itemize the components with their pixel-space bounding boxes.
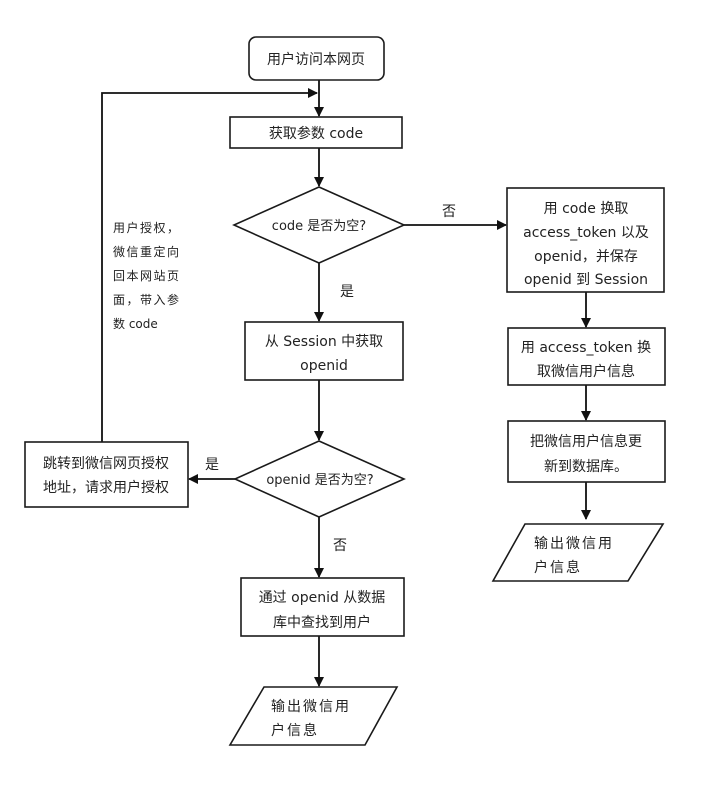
node-text-line: 库中查找到用户 bbox=[273, 614, 371, 631]
node-session-openid: 从 Session 中获取 openid bbox=[244, 321, 404, 381]
decision-diamond bbox=[232, 186, 406, 264]
process-box bbox=[507, 327, 666, 386]
node-text-line: 取微信用户信息 bbox=[537, 363, 635, 380]
process-box bbox=[507, 420, 666, 483]
process-box bbox=[244, 321, 404, 381]
io-parallelogram bbox=[228, 686, 399, 746]
node-text-line: 通过 openid 从数据 bbox=[259, 590, 386, 606]
node-text-line: 从 Session 中获取 bbox=[265, 334, 383, 350]
connectors bbox=[101, 80, 591, 687]
process-box bbox=[240, 577, 405, 637]
label-code-yes: 是 bbox=[340, 284, 354, 300]
node-text-line: 输出微信用 bbox=[271, 699, 351, 715]
process-box bbox=[229, 116, 403, 149]
process-box bbox=[506, 187, 665, 293]
node-output-bottom: 输出微信用 户信息 bbox=[228, 686, 399, 746]
node-text-line: access_token 以及 bbox=[523, 225, 649, 241]
node-text-line: 跳转到微信网页授权 bbox=[43, 456, 169, 472]
node-text-line: 新到数据库。 bbox=[544, 459, 628, 475]
node-openid-empty: openid 是否为空? bbox=[233, 440, 406, 518]
decision-diamond bbox=[233, 440, 406, 518]
label-openid-yes: 是 bbox=[205, 457, 219, 473]
node-text-line: 把微信用户信息更 bbox=[530, 433, 642, 450]
node-get-userinfo: 用 access_token 换 取微信用户信息 bbox=[507, 327, 666, 386]
start-terminal bbox=[248, 36, 385, 81]
node-text-line: 户信息 bbox=[534, 559, 582, 576]
node-exchange-token: 用 code 换取 access_token 以及 openid，并保存 ope… bbox=[506, 187, 665, 293]
node-text-line: openid，并保存 bbox=[534, 249, 638, 265]
label-loop-line: 面，带入参 bbox=[113, 292, 181, 307]
node-text-line: openid bbox=[300, 358, 348, 374]
node-text-line: 地址，请求用户授权 bbox=[43, 479, 169, 496]
node-text-line: 输出微信用 bbox=[534, 536, 614, 552]
label-openid-no: 否 bbox=[333, 538, 347, 554]
node-start: 用户访问本网页 bbox=[248, 36, 385, 81]
node-text-line: 户信息 bbox=[271, 722, 319, 739]
node-text: code 是否为空? bbox=[272, 219, 366, 234]
node-find-user: 通过 openid 从数据 库中查找到用户 bbox=[240, 577, 405, 637]
node-text: 用户访问本网页 bbox=[267, 51, 365, 68]
label-loop-line: 数 code bbox=[113, 316, 158, 331]
node-output-right: 输出微信用 户信息 bbox=[491, 523, 665, 582]
label-loop-line: 回本网站页 bbox=[113, 269, 181, 283]
label-code-no: 否 bbox=[442, 204, 456, 220]
node-text-line: openid 到 Session bbox=[524, 272, 648, 288]
node-text: openid 是否为空? bbox=[266, 473, 373, 488]
process-box bbox=[24, 441, 189, 508]
node-text-line: 用 access_token 换 bbox=[521, 339, 651, 356]
io-parallelogram bbox=[491, 523, 665, 582]
edge-loop-back-to-get-code bbox=[101, 88, 318, 449]
node-text-line: 用 code 换取 bbox=[544, 200, 629, 217]
node-get-code: 获取参数 code bbox=[229, 116, 403, 149]
label-loop-line: 微信重定向 bbox=[113, 244, 181, 259]
label-loop-line: 用户授权， bbox=[113, 220, 181, 235]
node-update-db: 把微信用户信息更 新到数据库。 bbox=[507, 420, 666, 483]
node-code-empty: code 是否为空? bbox=[232, 186, 406, 264]
edge-labels: 否 是 是 否 用户授权， 微信重定向 回本网站页 面，带入参 数 code bbox=[113, 204, 456, 554]
node-redirect-auth: 跳转到微信网页授权 地址，请求用户授权 bbox=[24, 441, 189, 508]
node-text: 获取参数 code bbox=[269, 125, 363, 142]
